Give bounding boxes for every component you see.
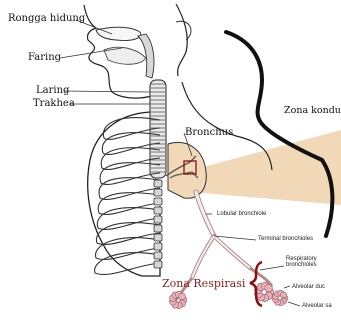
vertebra	[154, 189, 162, 196]
label-zona-respirasi: Zona Respirasi	[162, 278, 245, 289]
alveolus	[281, 292, 287, 298]
alveolus	[179, 293, 186, 300]
skull-back	[176, 4, 187, 76]
label-zona-konduksi: Zona konduksi	[284, 106, 341, 116]
vertebra	[154, 216, 162, 223]
ear	[176, 21, 191, 40]
terminal-bronchiole-core	[192, 236, 250, 278]
vertebra	[154, 243, 162, 250]
label-trakhea: Trakhea	[33, 99, 75, 109]
vertebra	[154, 180, 162, 187]
vertebra	[154, 198, 162, 205]
label-bronchus: Bronchus	[185, 128, 233, 138]
zona-konduksi-bracket	[226, 32, 332, 236]
alveolus	[265, 284, 273, 292]
vertebra	[154, 207, 162, 214]
vertebra	[154, 234, 162, 241]
vertebra	[154, 225, 162, 232]
label-terminal-bronchioles: Terminal bronchioles	[258, 236, 313, 242]
label-rongga-hidung: Rongga hidung	[8, 14, 85, 24]
label-faring: Faring	[28, 53, 61, 63]
label-lobular-bronchiole: Lobular bronchiole	[217, 211, 266, 217]
rib	[97, 208, 160, 230]
vertebra	[154, 252, 162, 259]
nasal-cavity	[96, 27, 141, 40]
rib	[95, 253, 160, 275]
label-respiratory-bronchioles: Respiratory bronchioles	[286, 256, 317, 269]
zoom-wedge	[192, 130, 341, 205]
rib	[96, 223, 160, 245]
label-alveolar-sac: Alveolar sa	[302, 303, 332, 309]
label-alveolar-duct: Alveolar duc	[292, 284, 325, 290]
vertebra	[154, 261, 162, 268]
label-laring: Laring	[36, 86, 69, 96]
